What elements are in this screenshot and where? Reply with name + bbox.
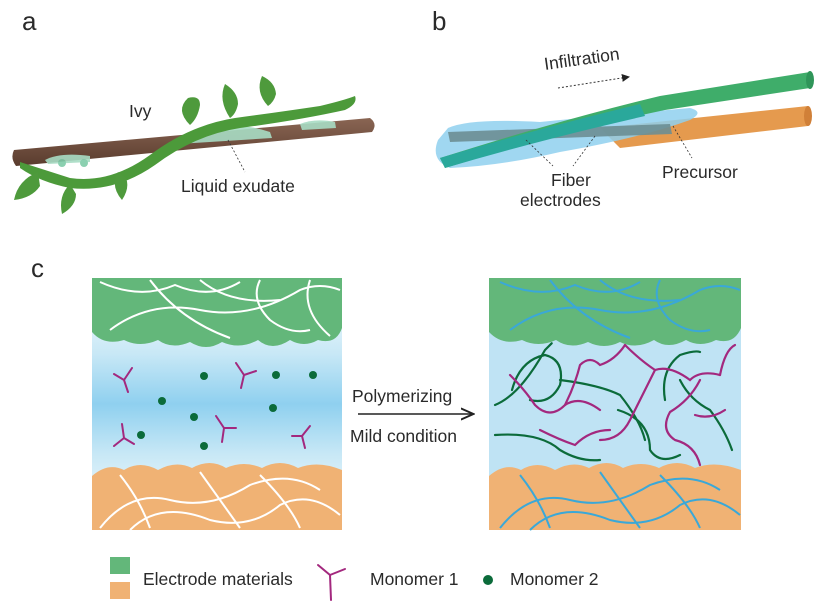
polymerizing-label: Polymerizing [352, 386, 452, 406]
monomer2 [269, 404, 277, 412]
panel-c-letter: c [31, 253, 44, 283]
teal-overlap [440, 104, 645, 168]
monomer2 [190, 413, 198, 421]
infiltration-label: Infiltration [543, 44, 621, 74]
exudate-label: Liquid exudate [181, 176, 295, 196]
top-binder-lines-after [499, 279, 741, 339]
before-panel [92, 278, 342, 531]
orange-fiber [600, 106, 812, 148]
legend-electrode-label: Electrode materials [143, 569, 293, 589]
monomer2-group [137, 371, 317, 450]
green-fiber [440, 72, 813, 168]
monomer2 [200, 372, 208, 380]
top-binder-lines [99, 279, 341, 339]
precursor-liquid [435, 108, 698, 168]
monomer2 [158, 397, 166, 405]
ivy-leaves [14, 76, 276, 214]
monomer1 [113, 367, 133, 393]
monomer1 [235, 362, 257, 389]
bottom-binder-lines-after [499, 471, 741, 531]
fiber-label-line2: electrodes [520, 190, 601, 210]
monomer2-chains [493, 342, 734, 462]
panel-b: b Infiltration Fiber electrodes Precurso… [432, 6, 814, 210]
after-panel [489, 278, 741, 531]
legend-monomer1-icon [317, 564, 346, 601]
legend-monomer2-icon [483, 575, 493, 585]
legend: Electrode materials Monomer 1 Monomer 2 [110, 557, 599, 601]
mild-condition-label: Mild condition [350, 426, 457, 446]
fiber-label-line1: Fiber [551, 170, 591, 190]
monomer2 [137, 431, 145, 439]
green-fiber-end [806, 71, 814, 89]
legend-swatch-green [110, 557, 130, 574]
orange-electrode-bottom-after [489, 463, 741, 530]
panel-c: c [31, 253, 741, 531]
infiltration-arrow [557, 73, 630, 89]
ivy-stem [20, 96, 356, 189]
orange-fiber-end [804, 106, 812, 126]
monomer2 [309, 371, 317, 379]
panel-a-letter: a [22, 6, 37, 36]
ivy-label: Ivy [129, 101, 152, 121]
panel-a: a Ivy Liquid exudate [12, 6, 375, 214]
monomer1 [113, 423, 135, 447]
legend-swatch-orange [110, 582, 130, 599]
monomer2 [272, 371, 280, 379]
legend-monomer1-label: Monomer 1 [370, 569, 459, 589]
bottom-binder-lines [99, 471, 341, 531]
panel-b-letter: b [432, 6, 446, 36]
legend-monomer2-label: Monomer 2 [510, 569, 599, 589]
monomer2 [200, 442, 208, 450]
precursor-label: Precursor [662, 162, 738, 182]
monomer1-chains [508, 343, 737, 467]
monomer1-group [113, 362, 311, 449]
monomer1 [215, 415, 237, 443]
monomer1 [291, 425, 311, 449]
